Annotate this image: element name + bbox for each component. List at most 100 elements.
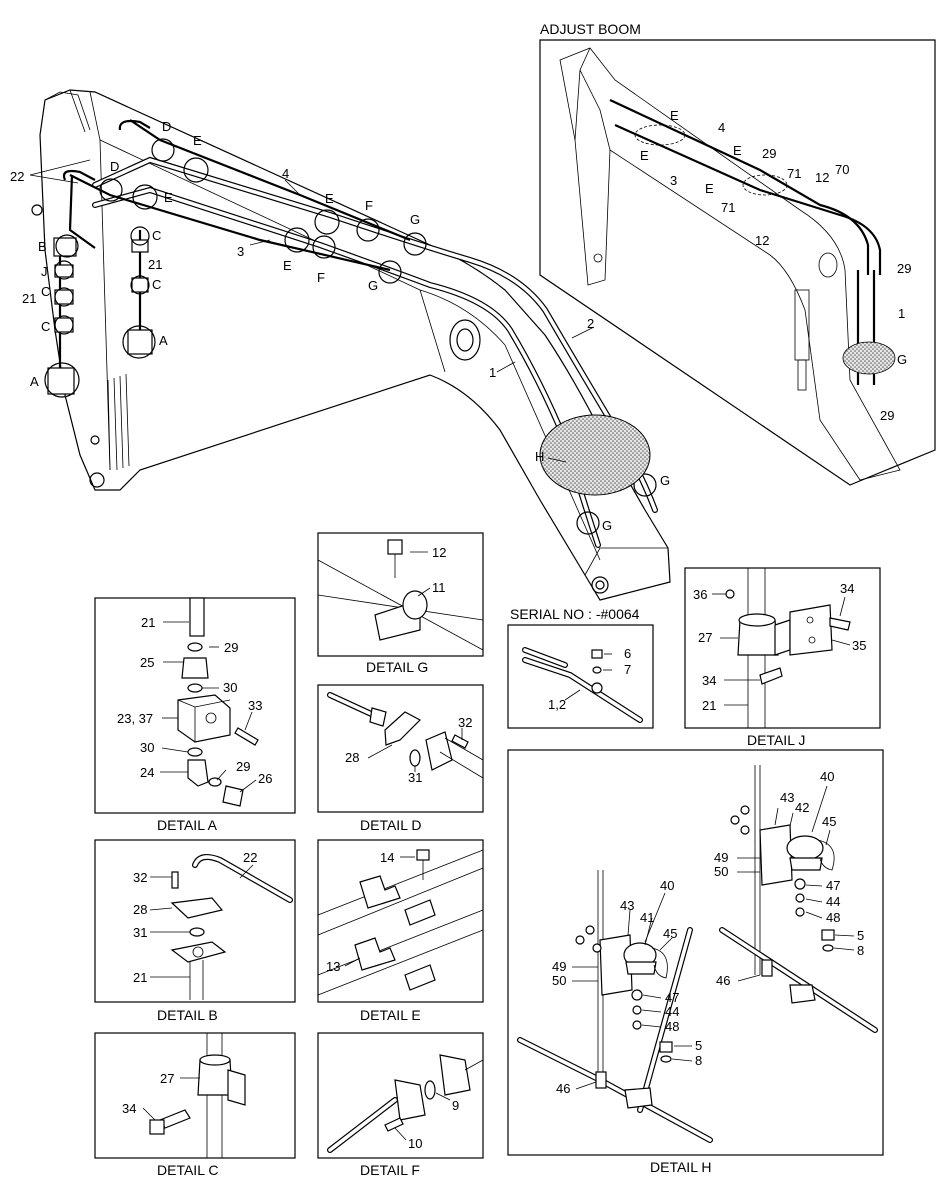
h-48b: 48 [665,1019,679,1034]
main-boom-view [29,89,671,601]
adj-g: G [897,352,907,367]
callout-a1 [44,362,80,398]
a-33: 33 [248,698,262,713]
h-49: 49 [714,850,728,865]
h-49b: 49 [552,959,566,974]
h-43b: 43 [620,898,634,913]
label-c-b: C [41,319,50,334]
detail-e-caption: DETAIL E [360,1007,421,1023]
b-22: 22 [243,850,257,865]
label-21b: 21 [148,257,162,272]
detail-g-caption: DETAIL G [366,659,428,675]
detail-g: 12 11 DETAIL G [317,532,484,675]
label-f2: F [317,270,325,285]
s-1-2: 1,2 [548,697,566,712]
e-13: 13 [326,959,340,974]
callout-f1 [356,218,380,242]
h-43: 43 [780,790,794,805]
label-f1: F [365,198,373,213]
adj-e1: E [670,108,679,123]
label-j: J [41,264,48,279]
h-8b: 8 [695,1053,702,1068]
h-42: 42 [795,800,809,815]
label-a2: A [159,333,168,348]
callout-e1 [183,157,209,183]
h-41: 41 [640,910,654,925]
label-3: 3 [237,244,244,259]
g-11: 11 [432,580,446,595]
h-48: 48 [826,910,840,925]
adj-29b: 29 [897,261,911,276]
callout-c4 [130,275,150,295]
label-22: 22 [10,169,24,184]
label-b: B [38,239,47,254]
callout-c1 [54,287,74,307]
adj-4: 4 [718,120,725,135]
callout-a2 [122,325,156,359]
label-2: 2 [587,316,594,331]
adj-12b: 12 [755,233,769,248]
label-1: 1 [489,365,496,380]
serial-caption: SERIAL NO : -#0064 [510,606,640,622]
a-24: 24 [140,765,154,780]
label-e1: E [193,133,202,148]
label-c-a: C [41,284,50,299]
adj-70: 70 [835,162,849,177]
f-9: 9 [452,1098,459,1113]
callout-g3 [633,473,657,497]
detail-d-caption: DETAIL D [360,817,421,833]
h-46: 46 [716,973,730,988]
j-34b: 34 [702,673,716,688]
a-29: 29 [224,640,238,655]
j-27: 27 [698,630,712,645]
callout-f2 [312,235,336,259]
h-40b: 40 [660,878,674,893]
a-21: 21 [141,615,155,630]
s-7: 7 [624,662,631,677]
callout-c2 [54,315,74,335]
label-d2: D [110,159,119,174]
h-5: 5 [857,928,864,943]
f-10: 10 [408,1136,422,1151]
d-32: 32 [458,715,472,730]
detail-b: 32 22 28 31 21 DETAIL B [94,839,296,1023]
adj-e3: E [733,143,742,158]
h-47: 47 [826,878,840,893]
main-labels: 22 B J 21 C C A D D E E C 21 C A 4 3 E E… [10,119,670,533]
detail-c-caption: DETAIL C [157,1162,218,1178]
callout-g2 [378,260,402,284]
detail-e: 14 13 DETAIL E [317,839,484,1023]
detail-f-caption: DETAIL F [360,1162,420,1178]
a-29b: 29 [236,759,250,774]
g-12: 12 [432,545,446,560]
label-e4: E [283,258,292,273]
callout-e4 [284,227,310,253]
label-4: 4 [282,166,289,181]
adj-3: 3 [670,173,677,188]
callout-b [55,234,79,258]
label-21a: 21 [22,291,36,306]
detail-j: 36 34 27 35 34 21 DETAIL J [684,567,881,748]
a-30b: 30 [140,740,154,755]
c-34: 34 [122,1101,136,1116]
h-50: 50 [714,864,728,879]
callout-d1 [151,138,175,162]
callout-d2 [99,178,123,202]
label-e2: E [164,190,173,205]
adj-1: 1 [898,306,905,321]
adj-12a: 12 [815,170,829,185]
detail-f: 9 10 DETAIL F [317,1032,484,1178]
callout-e2 [132,184,158,210]
j-34: 34 [840,581,854,596]
h-45b: 45 [663,926,677,941]
detail-h-caption: DETAIL H [650,1159,711,1175]
callout-g4 [576,511,600,535]
callout-j [54,260,74,280]
label-g2: G [368,278,378,293]
adjust-boom-panel: ADJUST BOOM E E E E 4 3 29 71 71 12 12 7… [539,21,936,486]
e-14: 14 [380,850,394,865]
label-e3: E [325,191,334,206]
label-g4: G [602,518,612,533]
h-45: 45 [822,814,836,829]
detail-a-caption: DETAIL A [157,817,218,833]
